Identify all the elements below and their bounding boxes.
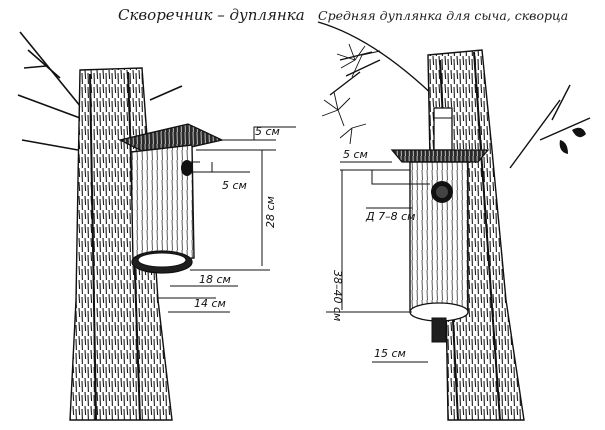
right-title: Средняя дуплянка для сыча, скворца bbox=[318, 8, 568, 23]
left-dim-height: 28 см bbox=[264, 196, 277, 228]
right-dim-roof-overhang: 5 см bbox=[343, 148, 368, 161]
right-birdhouse-figure: Средняя дуплянка для сыча, скворца bbox=[317, 8, 591, 421]
right-dim-entrance-diameter: Д 7–8 см bbox=[365, 210, 415, 223]
right-dim-height: 38–40 см bbox=[331, 270, 344, 321]
right-dimension-lines bbox=[326, 161, 430, 363]
right-hanging-post bbox=[433, 107, 453, 151]
left-dim-inner-width: 14 см bbox=[194, 297, 226, 310]
left-birdhouse-figure: Скворечник – дуплянка bbox=[17, 6, 305, 421]
left-dimension-lines bbox=[158, 126, 296, 313]
right-pine-needles bbox=[321, 43, 381, 145]
left-dim-bottom-width: 18 см bbox=[199, 273, 231, 286]
left-dim-entrance-offset: 5 см bbox=[222, 179, 247, 192]
left-dim-roof-overhang: 5 см bbox=[255, 125, 280, 138]
right-leaf-icon-2 bbox=[559, 140, 568, 154]
right-birdhouse-body bbox=[409, 161, 469, 343]
left-birdhouse-body bbox=[130, 144, 195, 274]
right-dim-bottom-width: 15 см bbox=[374, 347, 406, 360]
right-birdhouse-roof bbox=[390, 149, 490, 163]
left-branches bbox=[17, 31, 183, 151]
left-title: Скворечник – дуплянка bbox=[118, 6, 305, 24]
right-leaf-icon bbox=[572, 127, 586, 138]
